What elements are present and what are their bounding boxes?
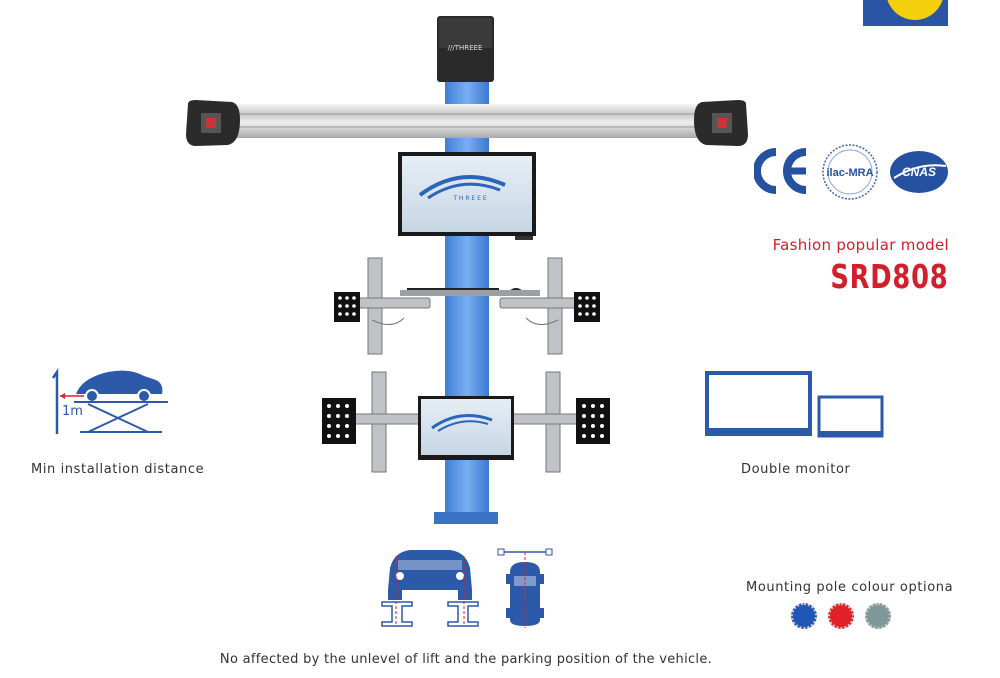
svg-text:CNAS: CNAS bbox=[902, 165, 936, 179]
car-top-view-icon bbox=[496, 546, 554, 630]
ilac-mra-icon: ilac-MRA bbox=[820, 143, 880, 201]
colour-swatch-red[interactable] bbox=[828, 603, 854, 629]
ce-mark-icon bbox=[753, 148, 810, 194]
colour-swatch-grey[interactable] bbox=[865, 603, 891, 629]
distance-value: 1m bbox=[62, 404, 83, 419]
pole-colour-options bbox=[791, 603, 901, 633]
product-model: SRD808 bbox=[829, 257, 948, 296]
svg-text:///THREEE: ///THREEE bbox=[448, 44, 483, 52]
car-on-lift-icon bbox=[380, 546, 480, 630]
corner-logo bbox=[863, 0, 948, 26]
lift-distance-icon bbox=[48, 364, 180, 436]
double-monitor-icon bbox=[704, 370, 884, 440]
product-tagline: Fashion popular model bbox=[772, 236, 949, 254]
min-distance-caption: Min installation distance bbox=[31, 462, 205, 477]
wheel-aligner-machine: ///THREEE T H R E E E bbox=[186, 16, 748, 524]
bottom-note: No affected by the unlevel of lift and t… bbox=[219, 652, 713, 667]
svg-text:T H R E E E: T H R E E E bbox=[452, 195, 486, 202]
double-monitor-caption: Double monitor bbox=[741, 462, 851, 477]
cnas-icon: CNAS bbox=[888, 148, 950, 196]
pole-colour-caption: Mounting pole colour optiona bbox=[746, 580, 954, 595]
svg-text:ilac-MRA: ilac-MRA bbox=[826, 167, 873, 179]
colour-swatch-blue[interactable] bbox=[791, 603, 817, 629]
